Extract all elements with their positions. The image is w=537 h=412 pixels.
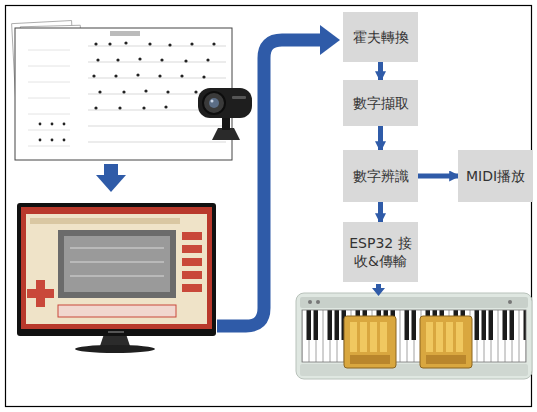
flow-arrow bbox=[378, 62, 383, 80]
monitor bbox=[17, 203, 216, 353]
process-box: MIDI播放 bbox=[458, 150, 533, 202]
curved-arrow bbox=[217, 25, 340, 326]
box-label: 數字擷取 bbox=[353, 94, 409, 112]
flow-arrow bbox=[418, 174, 458, 179]
down-arrow bbox=[96, 164, 126, 192]
keyboard-with-actuators bbox=[296, 293, 532, 379]
esp32-to-keyboard-arrow bbox=[372, 284, 385, 296]
box-label: ESP32 接收&傳輸 bbox=[346, 234, 415, 270]
box-label: MIDI播放 bbox=[466, 167, 525, 185]
process-box: 霍夫轉換 bbox=[343, 12, 418, 62]
flow-arrow bbox=[378, 126, 383, 150]
process-box: ESP32 接收&傳輸 bbox=[343, 222, 418, 282]
process-box: 數字擷取 bbox=[343, 80, 418, 126]
outer-frame bbox=[6, 6, 532, 407]
box-label: 霍夫轉換 bbox=[353, 28, 409, 46]
process-box: 數字辨識 bbox=[343, 150, 418, 202]
sheet-music bbox=[12, 21, 232, 160]
webcam bbox=[198, 88, 252, 140]
flow-arrow bbox=[378, 202, 383, 222]
box-label: 數字辨識 bbox=[353, 167, 409, 185]
